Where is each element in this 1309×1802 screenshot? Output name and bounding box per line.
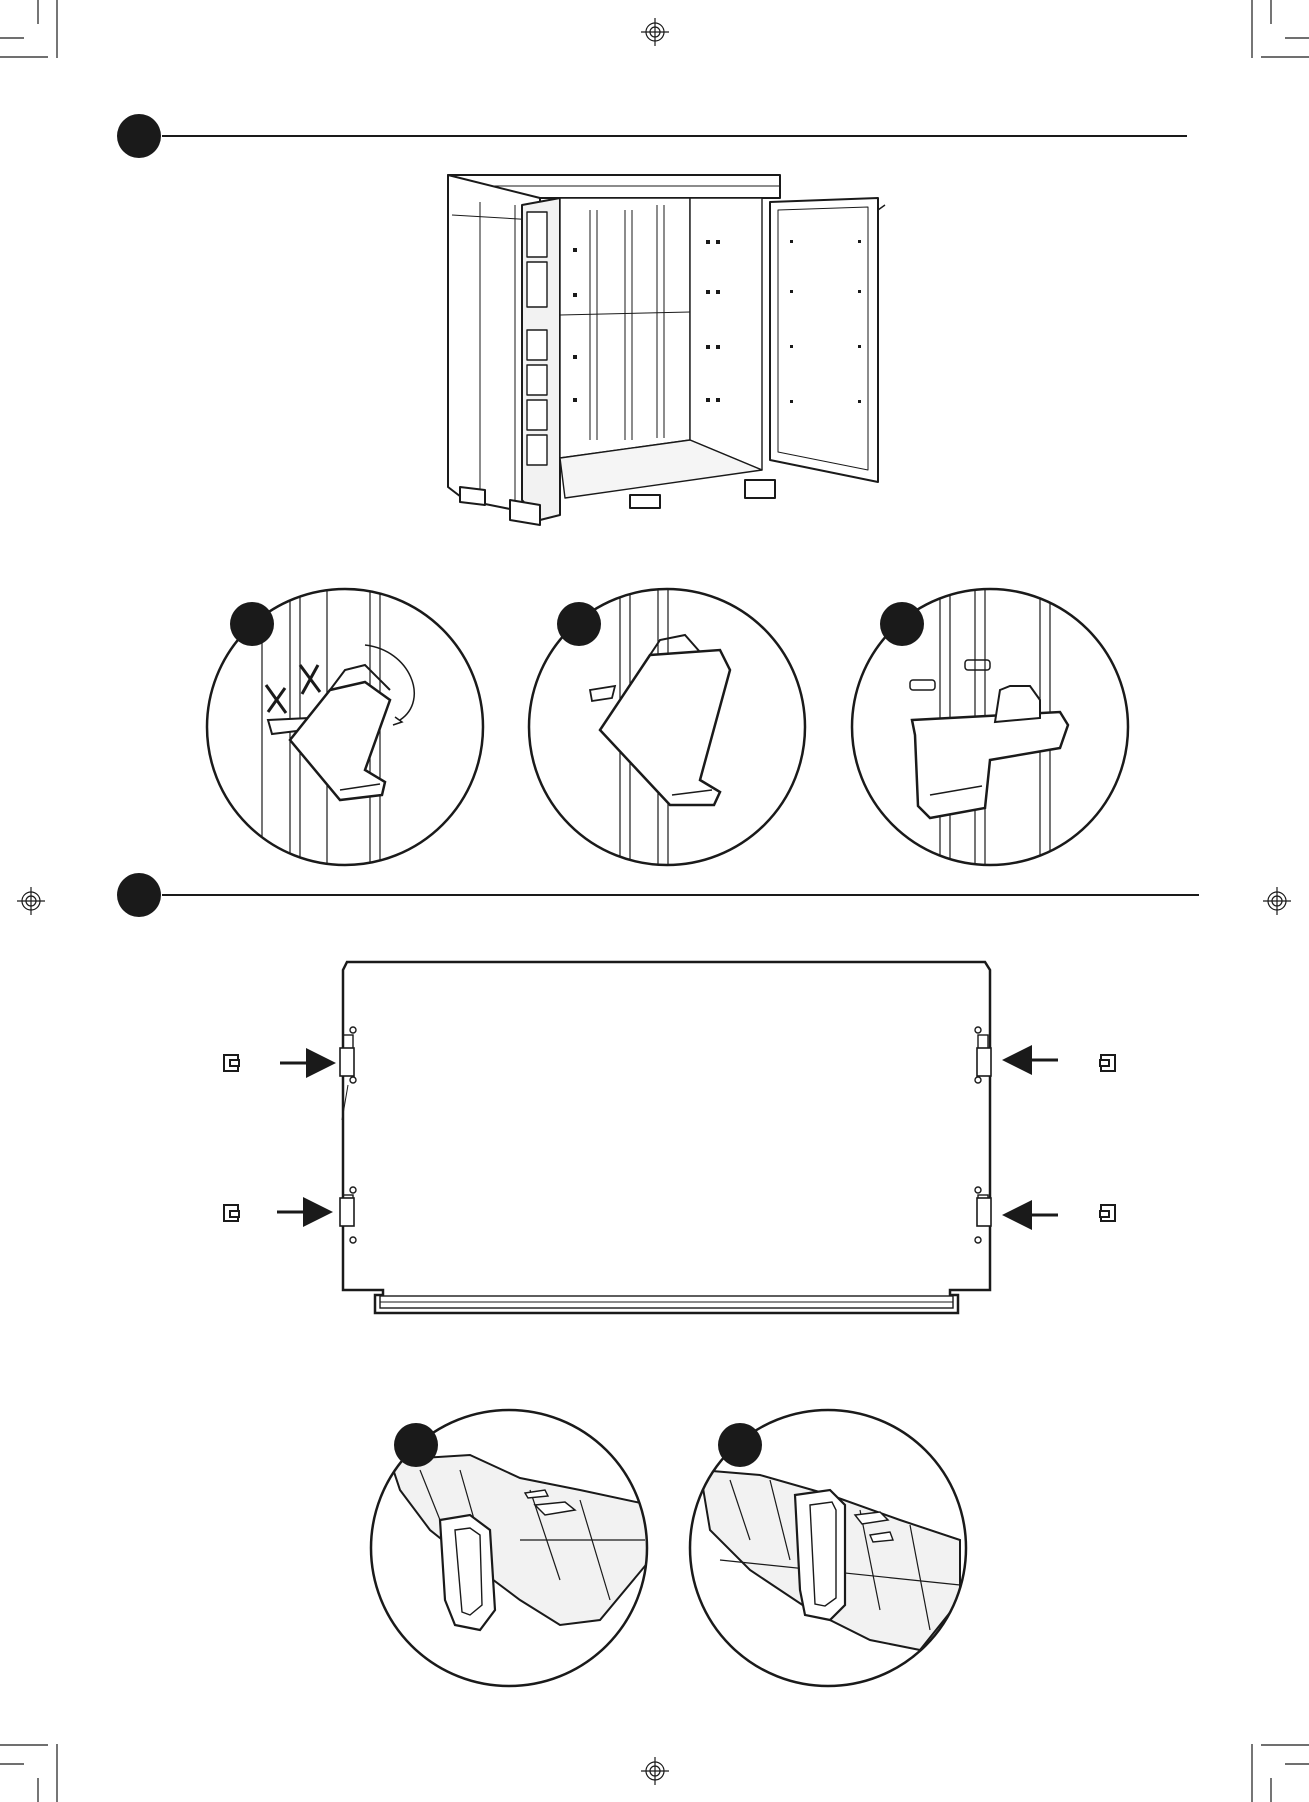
detail-a-marker [230,602,274,646]
detail-callout-d [371,1410,650,1686]
crop-mark-top-right [1252,0,1309,58]
detail-d-marker [394,1423,438,1467]
crop-mark-bottom-right [1252,1744,1309,1802]
cabinet-right-door [770,198,878,482]
crop-mark-top-left [0,0,57,58]
cabinet-foot-left [460,487,485,505]
detail-callout-e [690,1410,966,1686]
shelf-panel [342,962,990,1313]
detail-b-marker [557,602,601,646]
detail-callout-b [529,589,805,870]
cabinet-foot-front [510,500,540,525]
registration-mark-left [17,887,45,915]
left-lower-clip-icon [224,1205,239,1221]
step-1-header [117,114,1187,158]
registration-mark-top [641,18,669,46]
step-2-marker [117,873,161,917]
registration-mark-right [1263,887,1291,915]
cabinet-right-inner [690,198,762,470]
detail-e-marker [718,1423,762,1467]
crop-mark-bottom-left [0,1744,57,1802]
left-upper-clip-icon [224,1055,239,1071]
right-lower-clip-icon [1100,1205,1115,1221]
cabinet-foot-right [745,480,775,498]
step-2-header [117,873,1199,917]
detail-callout-c [852,589,1128,870]
registration-mark-bottom [641,1757,669,1785]
step-1-marker [117,114,161,158]
cabinet-foot-middle [630,495,660,508]
cabinet-illustration [448,175,885,525]
detail-c-marker [880,602,924,646]
detail-callout-a [207,589,483,870]
right-upper-clip-icon [1100,1055,1115,1071]
